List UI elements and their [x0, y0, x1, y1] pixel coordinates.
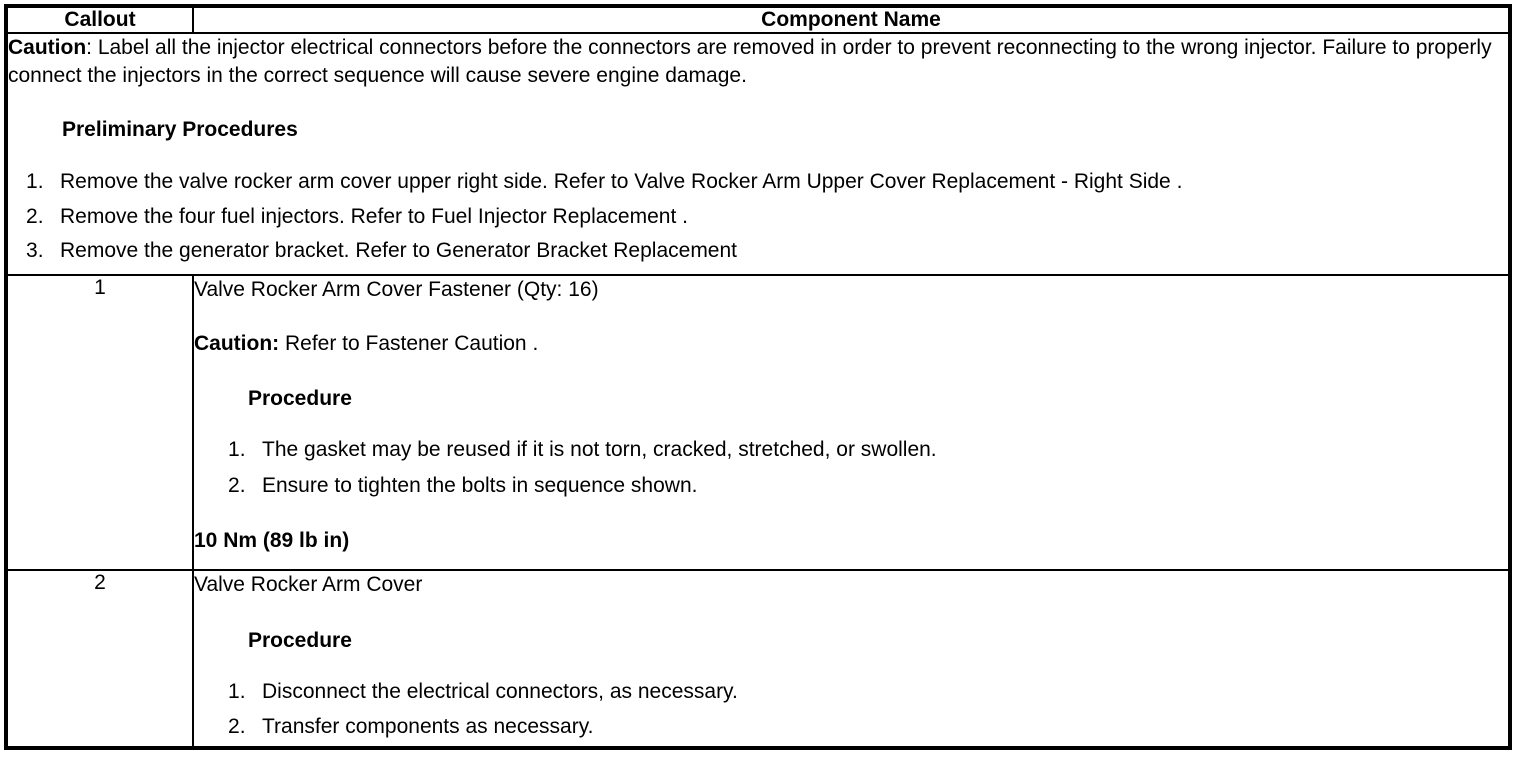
callout-number-2: 2: [5, 569, 194, 749]
table-row: 2 Valve Rocker Arm Cover Procedure Disco…: [5, 569, 1511, 749]
column-header-callout: Callout: [5, 5, 194, 34]
procedure-heading: Procedure: [248, 387, 352, 411]
caution-label: Caution: [8, 36, 87, 59]
preliminary-steps-list: Remove the valve rocker arm cover upper …: [8, 166, 1508, 268]
component-cell-1: Valve Rocker Arm Cover Fastener (Qty: 16…: [192, 274, 1511, 572]
component-callout-table: Callout Component Name Caution: Label al…: [4, 4, 1512, 750]
procedure-steps-list: Disconnect the electrical connectors, as…: [194, 675, 1508, 744]
caution-paragraph: Caution: Label all the injector electric…: [8, 34, 1508, 90]
procedure-heading: Procedure: [248, 628, 352, 652]
component-caution: Caution: Refer to Fastener Caution .: [194, 330, 1508, 358]
list-item: The gasket may be reused if it is not to…: [228, 433, 937, 466]
caution-preliminary-row: Caution: Label all the injector electric…: [5, 31, 1511, 277]
procedure-steps-list: The gasket may be reused if it is not to…: [194, 433, 1508, 502]
column-header-component-name: Component Name: [192, 5, 1511, 34]
list-item: Ensure to tighten the bolts in sequence …: [228, 469, 698, 502]
component-cell-2: Valve Rocker Arm Cover Procedure Disconn…: [192, 569, 1511, 749]
list-item: Remove the valve rocker arm cover upper …: [26, 166, 1183, 198]
component-title: Valve Rocker Arm Cover: [194, 573, 423, 597]
list-item: Remove the generator bracket. Refer to G…: [26, 235, 738, 267]
caution-preliminary-cell: Caution: Label all the injector electric…: [5, 31, 1511, 277]
torque-specification: 10 Nm (89 lb in): [194, 529, 350, 553]
table-header-row: Callout Component Name: [5, 5, 1511, 34]
list-item: Remove the four fuel injectors. Refer to…: [26, 201, 688, 233]
caution-text: : Label all the injector electrical conn…: [8, 36, 1492, 88]
list-item: Disconnect the electrical connectors, as…: [228, 675, 738, 708]
caution-label: Caution:: [194, 331, 280, 355]
preliminary-procedures-heading: Preliminary Procedures: [62, 118, 298, 142]
callout-number-1: 1: [5, 274, 194, 572]
caution-text: Refer to Fastener Caution .: [279, 331, 539, 355]
table-row: 1 Valve Rocker Arm Cover Fastener (Qty: …: [5, 274, 1511, 572]
list-item: Transfer components as necessary.: [228, 710, 594, 743]
component-title: Valve Rocker Arm Cover Fastener (Qty: 16…: [194, 278, 599, 302]
